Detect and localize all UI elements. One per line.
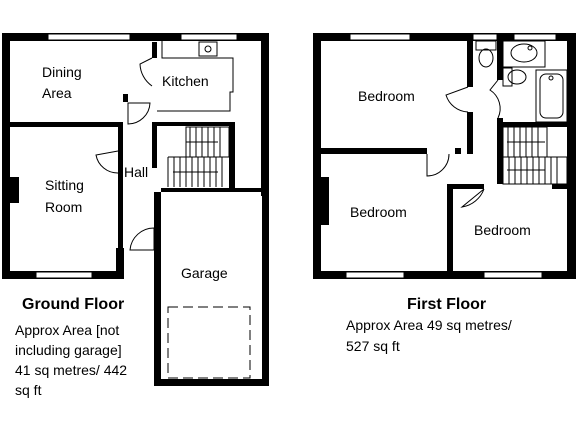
fireplace [10,177,19,203]
first-floor-exterior-walls [313,33,576,279]
room-label-sitting-room: Room [45,199,82,215]
first-floor-area-line-1: Approx Area 49 sq metres/ [346,317,512,333]
garage-door [167,306,251,379]
first-floor-interior-walls [321,41,567,271]
ground-floor-title: Ground Floor [22,296,125,313]
ground-floor-plan: Dining Area Kitchen Sitting Room Hall Ga… [2,33,269,386]
room-label-dining: Dining [42,64,82,80]
room-label-kitchen: Kitchen [162,73,209,89]
ground-floor-stairs [167,126,230,187]
room-label-bedroom-2: Bedroom [350,204,407,220]
first-floor-stairs [502,126,568,185]
ground-floor-area-line-4: sq ft [15,382,42,398]
ground-floor-windows [35,33,238,279]
ground-floor-area-line-3: 41 sq metres/ 442 [15,362,128,378]
bathroom-fittings [475,40,568,123]
ground-floor-area-line-1: Approx Area [not [15,322,120,338]
first-floor-title: First Floor [407,296,487,313]
room-label-dining-area: Area [42,85,72,101]
chimney-breast [321,177,329,225]
kitchen-worktop [157,41,234,112]
first-floor-plan: Bedroom Bedroom Bedroom [313,33,576,279]
ground-floor-area-line-2: including garage] [15,342,122,358]
room-label-sitting: Sitting [45,177,84,193]
room-label-bedroom-3: Bedroom [474,222,531,238]
ground-floor-doors [95,57,155,251]
room-label-bedroom-1: Bedroom [358,88,415,104]
first-floor-area-line-2: 527 sq ft [346,338,400,354]
kitchen-sink-icon [198,41,218,57]
room-label-garage: Garage [181,265,228,281]
room-label-hall: Hall [124,164,148,180]
ground-floor-interior-walls [10,42,269,250]
garage-walls [154,192,269,386]
first-floor-doors [426,79,501,208]
first-floor-windows [345,33,557,279]
